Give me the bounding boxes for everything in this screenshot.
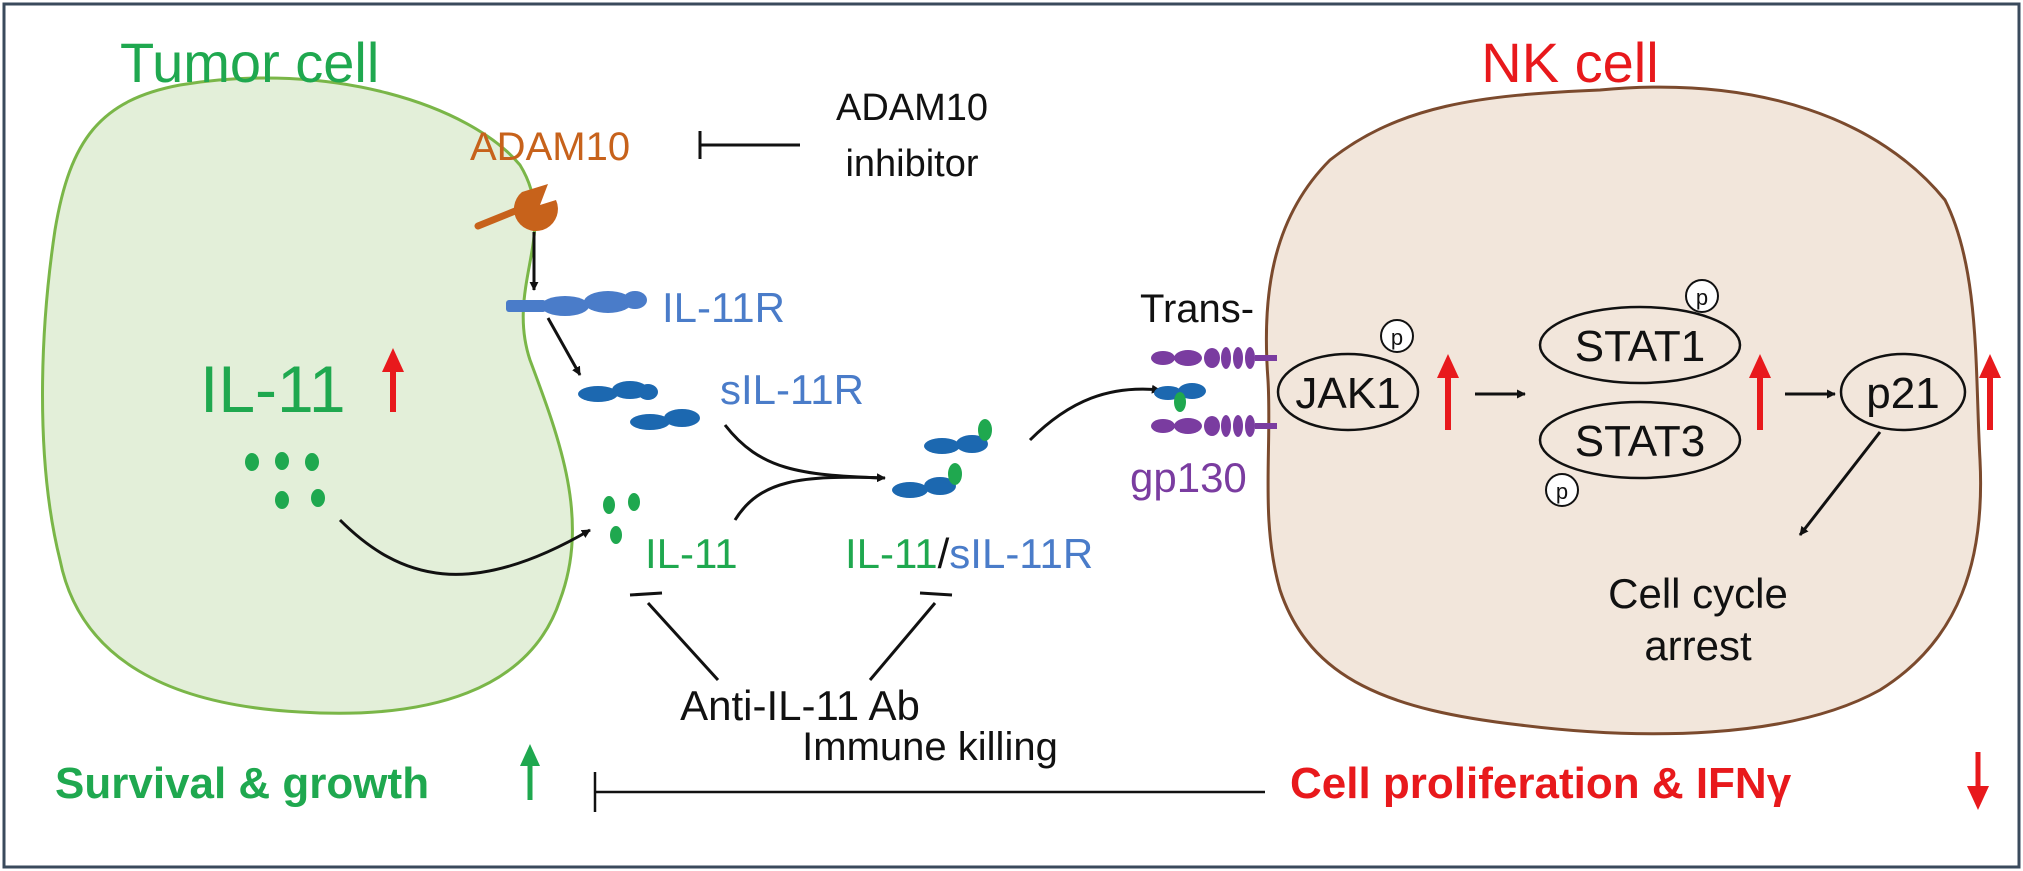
extracellular-il11-dots (603, 493, 640, 544)
immune-killing-inhibition (593, 772, 1265, 812)
gp130-label: gp130 (1130, 454, 1247, 501)
svg-text:p: p (1696, 285, 1708, 310)
gp130-receptor-top (1151, 347, 1277, 369)
immune-killing-label: Immune killing (802, 725, 1058, 769)
adam10-enzyme-icon (474, 184, 558, 232)
arrow-complex-to-gp130 (1028, 384, 1161, 442)
p21-node (1839, 352, 1967, 432)
gp130-receptor-bottom (1151, 415, 1277, 437)
nk-outcome-down-arrow (1967, 752, 1989, 810)
adam10-inhibitor-line2: inhibitor (845, 143, 978, 185)
tumor-outcome-label: Survival & growth (55, 759, 429, 808)
nk-cell-membrane (1264, 85, 1983, 736)
stat-up-arrow (1749, 354, 1771, 430)
extracellular-il11-label: IL-11 (645, 530, 738, 577)
antibody-inhibition-complex (868, 591, 953, 681)
sil11r-label: sIL-11R (720, 366, 864, 413)
il11-sil11r-complex-icon (892, 419, 992, 498)
jak1-up-arrow (1437, 354, 1459, 430)
antibody-inhibition-il11 (629, 591, 720, 682)
complex-sil11r-part: sIL-11R (949, 530, 1093, 577)
tumor-il11-label: IL-11 (200, 352, 346, 426)
tumor-outcome-up-arrow (520, 744, 540, 800)
nk-cell-title: NK cell (1481, 31, 1658, 94)
arrow-il11-secretion (338, 518, 591, 576)
stat1-label: STAT1 (1575, 322, 1705, 371)
stat1-phospho-icon: p (1685, 279, 1719, 313)
arrow-p21-to-arrest (1798, 431, 1882, 536)
il11r-membrane-receptor (506, 291, 647, 316)
complex-label: IL-11/sIL-11R (845, 530, 1093, 577)
stat1-node (1538, 305, 1742, 385)
stat3-node (1538, 400, 1742, 480)
sil11r-soluble-receptor (578, 381, 700, 430)
anti-il11-antibody-label: Anti-IL-11 Ab (680, 682, 920, 729)
arrow-il11r-to-sil11r (546, 317, 582, 376)
cell-cycle-arrest-line1: Cell cycle (1608, 570, 1788, 617)
stat3-phospho-icon: p (1545, 473, 1579, 507)
trans-signaling-label: Trans- (1140, 287, 1254, 331)
p21-up-arrow (1979, 354, 2001, 430)
jak1-label: JAK1 (1295, 369, 1400, 418)
adam10-label: ADAM10 (470, 125, 630, 169)
stat3-label: STAT3 (1575, 417, 1705, 466)
svg-text:p: p (1391, 325, 1403, 350)
tumor-il11-dots (245, 452, 325, 509)
tumor-cell-membrane (41, 76, 574, 715)
il11r-label: IL-11R (662, 284, 785, 331)
complex-il11-part: IL-11 (845, 530, 938, 577)
adam10-inhibitor-line1: ADAM10 (836, 87, 988, 129)
jak1-node (1276, 352, 1420, 432)
complex-slash: / (938, 530, 950, 577)
jak1-phospho-icon: p (1380, 319, 1414, 353)
cell-cycle-arrest-line2: arrest (1644, 622, 1752, 669)
svg-text:p: p (1556, 479, 1568, 504)
nk-outcome-label: Cell proliferation & IFNγ (1290, 759, 1792, 808)
gp130-bound-complex (1154, 383, 1206, 412)
adam10-inhibition-bar (698, 131, 800, 159)
arrow-il11-to-complex (733, 473, 886, 521)
tumor-cell-title: Tumor cell (120, 31, 379, 94)
tumor-il11-up-arrow (382, 348, 404, 412)
p21-label: p21 (1866, 369, 1939, 418)
